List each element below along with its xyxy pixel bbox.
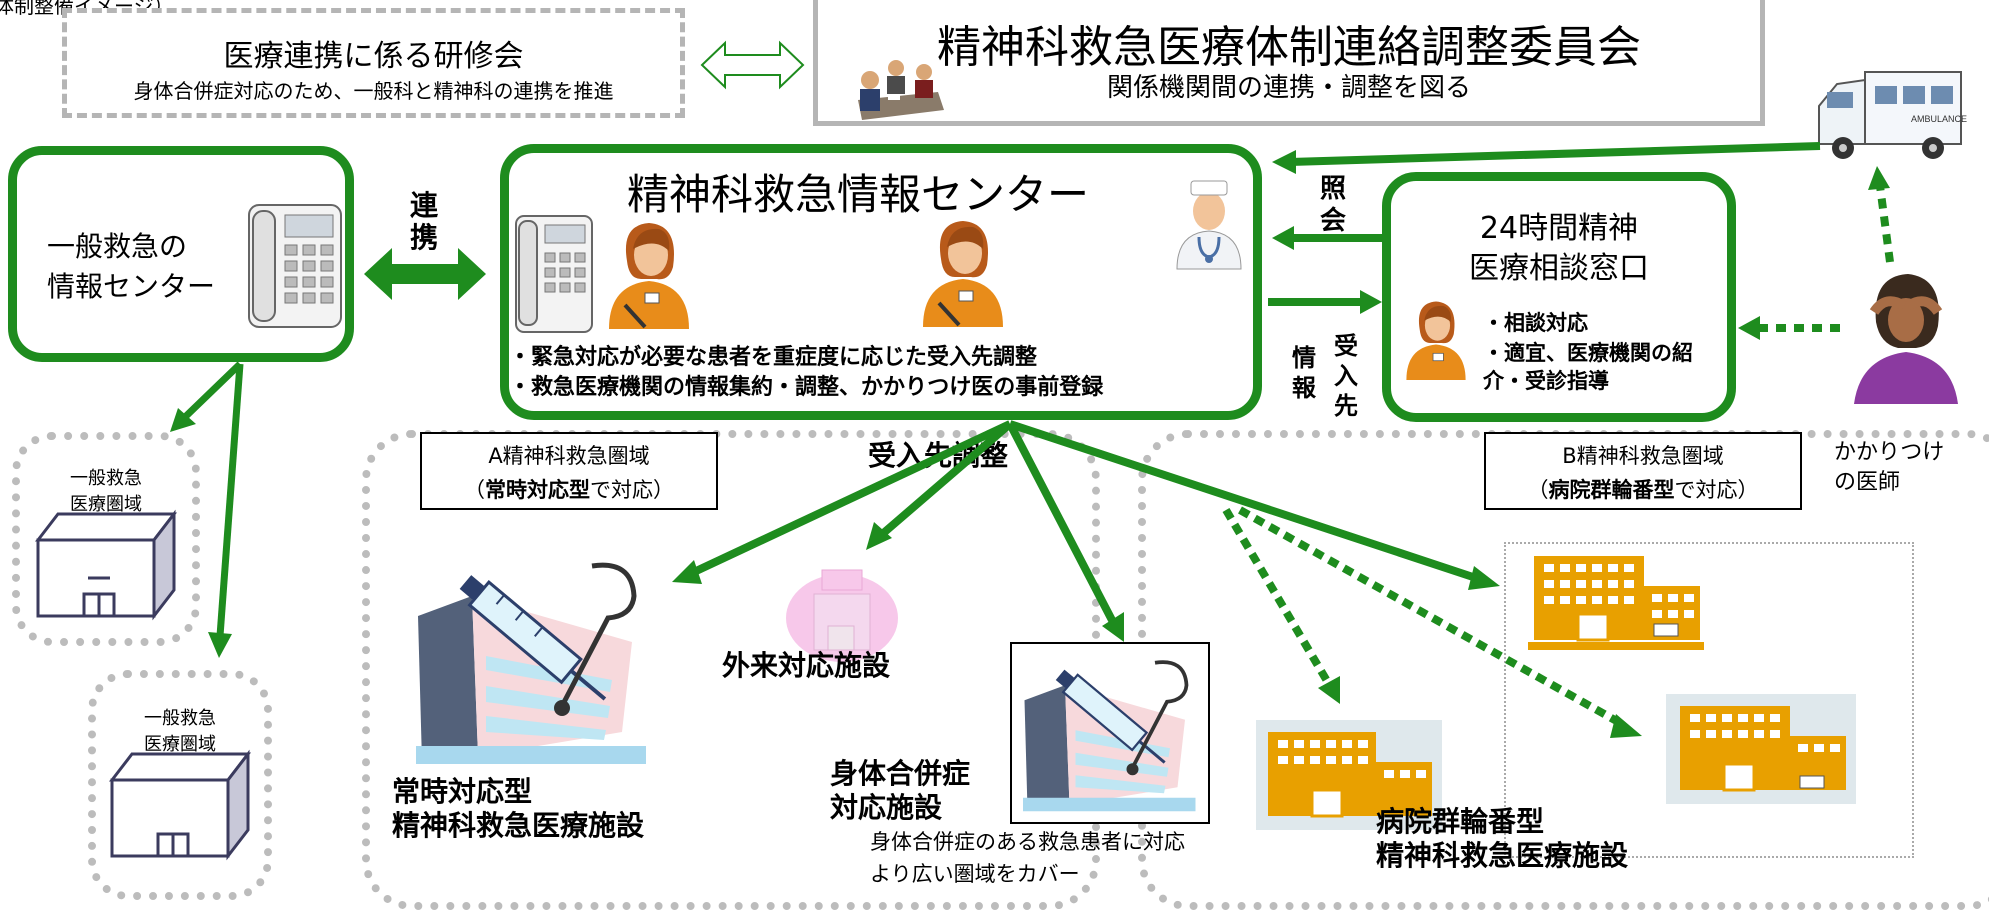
region-b-label: B精神科救急圏域 （病院群輪番型で対応） [1484, 432, 1802, 510]
renkei-char1: 連 [410, 189, 439, 222]
center-to-consult-arrow [1268, 290, 1382, 314]
jouhou-char1: 情 [1292, 344, 1316, 372]
general-info-center-box: 一般救急の 情報センター [8, 146, 354, 362]
physical-facility-note1: 身体合併症のある救急患者に対応 [870, 830, 1185, 854]
telephone-icon [515, 215, 593, 333]
region-b-label-line2: （病院群輪番型で対応） [1527, 478, 1759, 502]
psych-center-title: 精神科救急情報センター [627, 170, 1090, 219]
operator-icon [609, 223, 689, 329]
general-area-1-line2: 医療圏域 [70, 494, 142, 515]
psych-info-center-box: 精神科救急情報センター ・緊急対応が必要な患者を重症度に応じた受入先調整 ・救急… [500, 144, 1262, 420]
rotation-facility-line1: 病院群輪番型 [1376, 805, 1545, 838]
region-a-label: A精神科救急圏域 （常時対応型で対応） [420, 432, 718, 510]
double-arrow-icon [700, 40, 805, 90]
training-title: 医療連携に係る研修会 [223, 39, 524, 74]
telephone-icon [248, 204, 342, 328]
always-facility-line1: 常時対応型 [392, 775, 533, 808]
hospital-icon [1256, 720, 1442, 830]
outpatient-icon [786, 569, 898, 662]
consult-to-center-arrow [1272, 226, 1384, 250]
physical-facility-line2: 対応施設 [830, 791, 943, 824]
ukeiresaki-char1: 受 [1334, 332, 1358, 360]
distressed-patient-icon [1854, 274, 1958, 404]
ukeiresaki-char2: 入 [1334, 362, 1358, 390]
general-area-1-line1: 一般救急 [70, 468, 142, 489]
renkei-char2: 携 [410, 221, 439, 254]
shokai-char1: 照 [1320, 174, 1347, 204]
consult-item1: ・相談対応 [1483, 311, 1588, 335]
always-facility-line2: 精神科救急医療施設 [392, 809, 645, 842]
hospital-icon [34, 509, 178, 621]
general-center-line1: 一般救急の [47, 230, 188, 263]
region-a-label-line2: （常時対応型で対応） [464, 478, 674, 502]
training-subtitle: 身体合併症対応のため、一般科と精神科の連携を推進 [133, 79, 614, 103]
training-box: 医療連携に係る研修会 身体合併症対応のため、一般科と精神科の連携を推進 [62, 8, 685, 118]
hospital-icon [1666, 694, 1856, 804]
consult-item2: ・適宜、医療機関の紹 [1483, 341, 1693, 365]
general-area-1: 一般救急 医療圏域 [12, 432, 200, 646]
consult-title-line2: 医療相談窓口 [1469, 251, 1649, 286]
consult-window-box: 24時間精神 医療相談窓口 ・相談対応 ・適宜、医療機関の紹 介・受診指導 [1382, 172, 1736, 422]
committee-title: 精神科救急医療体制連絡調整委員会 [937, 22, 1641, 73]
general-center-line2: 情報センター [47, 270, 216, 303]
physical-facility-line1: 身体合併症 [830, 757, 971, 790]
ambulance-to-center-arrow [1272, 142, 1821, 174]
consult-title-line1: 24時間精神 [1479, 211, 1639, 246]
general-area-2-line2: 医療圏域 [144, 734, 216, 755]
kakaritsuke-line2: の医師 [1834, 470, 1901, 495]
hospital-icon [108, 749, 252, 861]
physical-facility-note2: より広い圏域をカバー [870, 862, 1080, 886]
general-area-2-line1: 一般救急 [144, 708, 216, 729]
consult-item3: 介・受診指導 [1483, 369, 1609, 393]
general-center-arrows [170, 361, 244, 658]
committee-box: 精神科救急医療体制連絡調整委員会 関係機関間の連携・調整を図る [813, 0, 1765, 126]
committee-subtitle: 関係機関間の連携・調整を図る [1106, 73, 1471, 103]
renkei-arrow [364, 248, 486, 300]
shokai-char2: 会 [1320, 206, 1347, 236]
hospital-icon [1528, 556, 1704, 650]
operator-icon [923, 221, 1003, 327]
jouhou-char2: 報 [1292, 374, 1316, 402]
meeting-icon [858, 60, 944, 120]
kakaritsuke-line1: かかりつけ [1834, 440, 1945, 465]
syringe-stethoscope-icon [416, 562, 646, 764]
region-b-label-line1: B精神科救急圏域 [1562, 444, 1724, 468]
psych-center-bullet1: ・緊急対応が必要な患者を重症度に応じた受入先調整 [509, 345, 1038, 370]
outpatient-label: 外来対応施設 [722, 649, 891, 682]
doctor-icon [1176, 180, 1242, 270]
rotation-group-box [1504, 542, 1914, 858]
region-a-label-line1: A精神科救急圏域 [488, 444, 650, 468]
physical-facility-frame [1010, 642, 1210, 824]
patient-arrows [1738, 166, 1894, 340]
ambulance-icon: AMBULANCE [1818, 71, 1967, 159]
psych-center-bullet2: ・救急医療機関の情報集約・調整、かかりつけ医の事前登録 [509, 375, 1104, 400]
ukeiresaki-char3: 先 [1334, 392, 1358, 420]
distribution-arrows [672, 420, 1642, 738]
syringe-stethoscope-icon [1023, 660, 1196, 812]
rotation-facility-line2: 精神科救急医療施設 [1376, 839, 1629, 872]
svg-text:AMBULANCE: AMBULANCE [1911, 114, 1967, 124]
operator-icon [1406, 301, 1466, 380]
